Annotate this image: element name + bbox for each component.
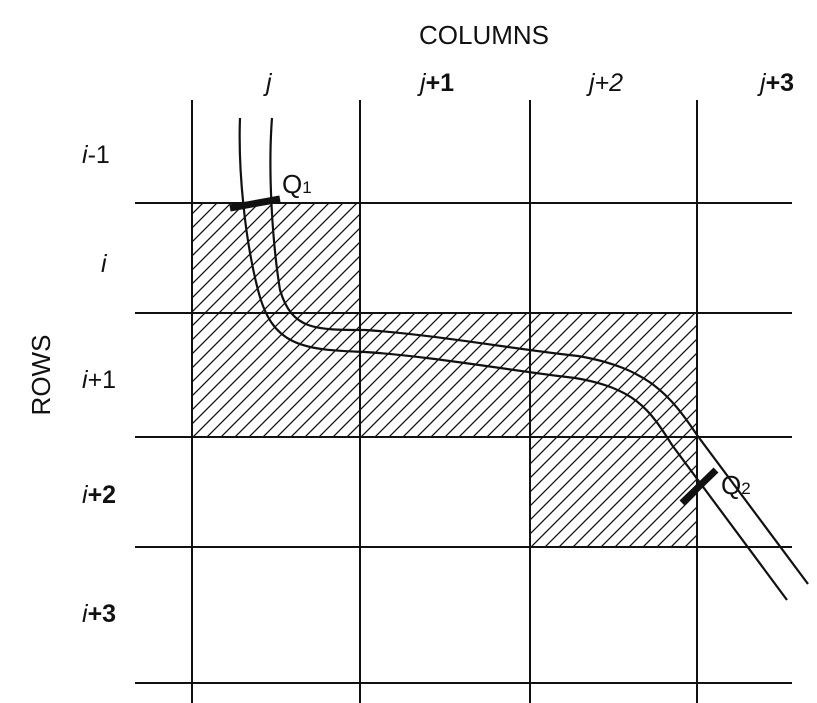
row-label-i: i: [101, 250, 108, 278]
hatched-region-upper: [191, 202, 698, 438]
row-label-i-minus-1: i-1: [82, 141, 110, 169]
column-label-j-plus-2: j+2: [586, 69, 623, 97]
rows-title: ROWS: [26, 335, 56, 416]
column-label-j: j: [263, 69, 273, 97]
column-label-j-plus-1: j+1: [417, 69, 454, 97]
q2-marker: [679, 467, 719, 506]
row-label-i-plus-3: i+3: [82, 600, 116, 628]
hatched-region-lower: [529, 436, 698, 548]
q1-label: Q1: [282, 169, 312, 199]
row-label-i-plus-1: i+1: [82, 366, 116, 394]
column-label-j-plus-3: j+3: [757, 69, 794, 97]
flow-path: [238, 117, 809, 601]
q2-label: Q2: [721, 470, 751, 500]
q1-marker: [229, 195, 281, 212]
row-label-i-plus-2: i+2: [82, 481, 116, 509]
hatched-cells: [191, 202, 698, 548]
flow-curve-left: [238, 117, 788, 601]
columns-title: COLUMNS: [419, 20, 549, 50]
flow-curve-right: [269, 117, 809, 585]
